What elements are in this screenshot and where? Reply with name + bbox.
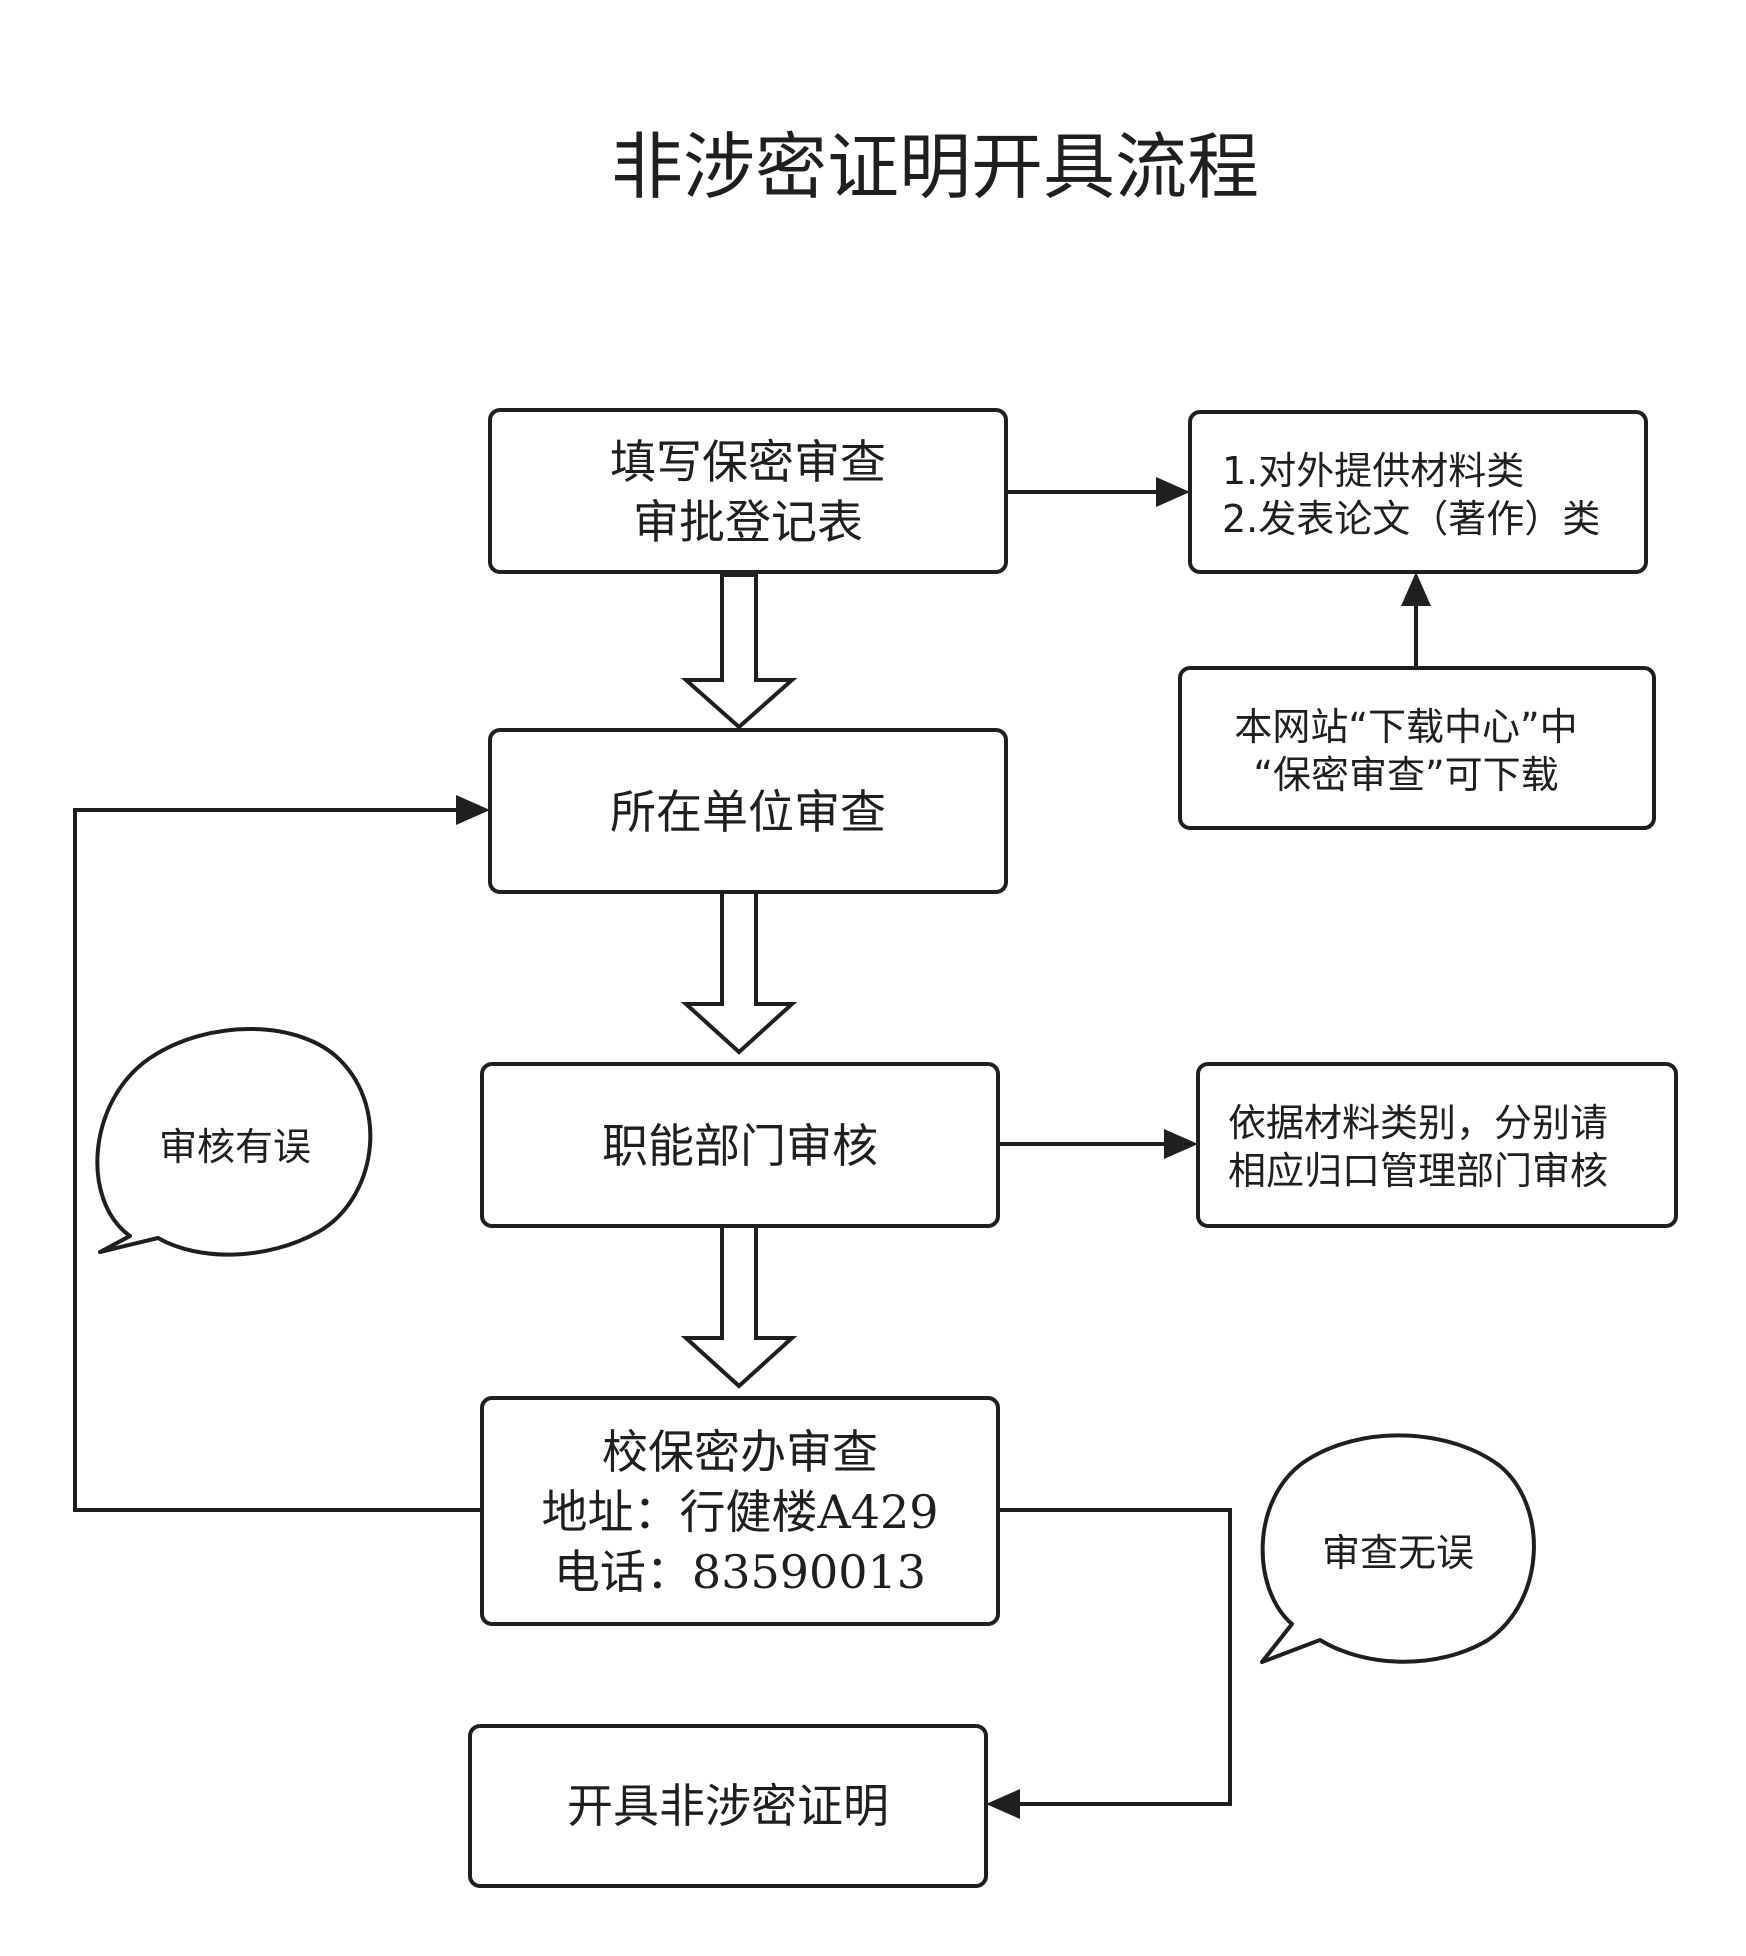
- step-fill-form: 填写保密审查 审批登记表: [488, 408, 1008, 574]
- note-dept-routing: 依据材料类别，分别请 相应归口管理部门审核: [1196, 1062, 1678, 1228]
- step-unit-review: 所在单位审查: [488, 728, 1008, 894]
- step-unit-review-label: 所在单位审查: [610, 785, 886, 839]
- step-dept-review: 职能部门审核: [480, 1062, 1000, 1228]
- note-download: 本网站“下载中心”中 “保密审查”可下载: [1178, 666, 1656, 830]
- callout-review-error-label: 审核有误: [159, 1125, 311, 1169]
- note-material-types-line1: 1.对外提供材料类: [1222, 449, 1524, 493]
- loop-back-connector: [73, 795, 490, 1512]
- step-fill-form-line1: 填写保密审查: [610, 435, 886, 489]
- note-download-line2: “保密审查”可下载: [1253, 753, 1558, 797]
- callout-review-ok-label: 审查无误: [1322, 1531, 1474, 1575]
- step-secrecy-office: 校保密办审查 地址：行健楼A429 电话：83590013: [480, 1396, 1000, 1626]
- step-dept-review-label: 职能部门审核: [602, 1119, 878, 1173]
- step-fill-form-line2: 审批登记表: [633, 495, 863, 549]
- note-dept-routing-line1: 依据材料类别，分别请: [1228, 1101, 1608, 1145]
- step-issue-certificate: 开具非涉密证明: [468, 1724, 988, 1888]
- step-secrecy-office-phone: 电话：83590013: [554, 1545, 926, 1599]
- page-title: 非涉密证明开具流程: [611, 125, 1259, 209]
- approve-connector: [986, 1508, 1232, 1819]
- callout-review-ok: 审查无误: [1260, 1433, 1536, 1664]
- arrow-download-to-material-types: [1401, 572, 1431, 666]
- arrow-form-to-material-types: [1008, 477, 1190, 507]
- arrow-dept-to-routing-note: [998, 1129, 1198, 1159]
- note-material-types: 1.对外提供材料类 2.发表论文（著作）类: [1188, 410, 1648, 574]
- step-secrecy-office-line1: 校保密办审查: [602, 1425, 878, 1479]
- step-issue-certificate-label: 开具非涉密证明: [567, 1779, 889, 1833]
- step-secrecy-office-address: 地址：行健楼A429: [541, 1485, 938, 1539]
- note-material-types-line2: 2.发表论文（著作）类: [1222, 497, 1600, 541]
- down-arrow-2: [680, 888, 798, 1055]
- down-arrow-1: [680, 573, 798, 730]
- note-download-line1: 本网站“下载中心”中: [1234, 705, 1577, 749]
- note-dept-routing-line2: 相应归口管理部门审核: [1228, 1149, 1608, 1193]
- down-arrow-3: [680, 1222, 798, 1389]
- callout-review-error: 审核有误: [95, 1027, 373, 1257]
